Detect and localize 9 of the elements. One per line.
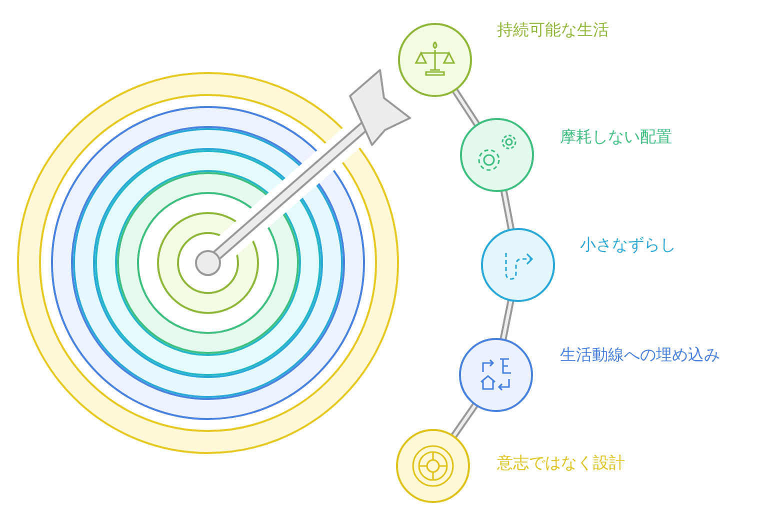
step-label: 意志ではなく設計 — [497, 453, 625, 473]
connector — [452, 88, 480, 127]
connector — [500, 190, 515, 230]
step-label: 小さなずらし — [580, 235, 676, 255]
step-label: 生活動線への埋め込み — [560, 345, 720, 365]
connector — [450, 402, 478, 438]
step-label: 持続可能な生活 — [497, 20, 609, 40]
connector — [500, 300, 514, 340]
step-label: 摩耗しない配置 — [560, 127, 672, 147]
